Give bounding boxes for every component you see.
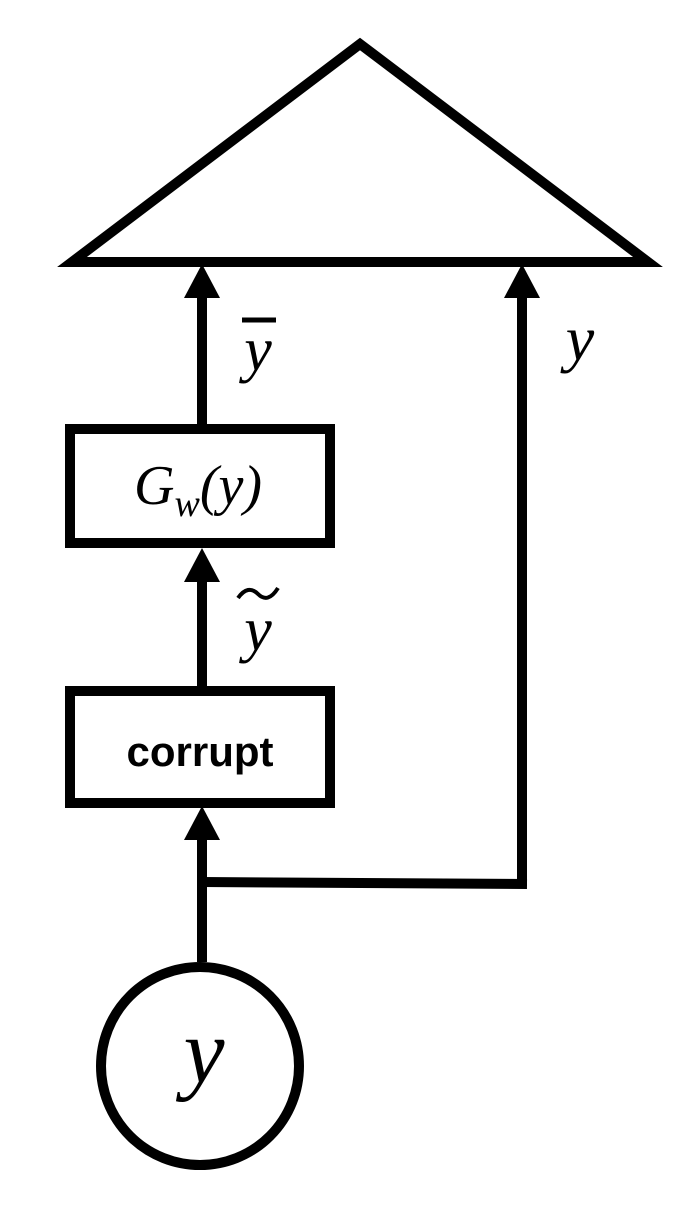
generator-label: Gw(y) [134,455,262,525]
corrupt-box [65,686,335,808]
y-tilde-label: y [238,596,272,664]
generator-sub: w [174,483,200,525]
y-tilde-mark [236,586,280,600]
generator-arg: (y) [200,455,262,517]
y-bar-label: y [238,316,272,384]
arrow-right-path-head [504,264,540,298]
branch-connector [201,877,528,889]
arrow-gw-to-triangle-head [184,264,220,298]
input-node-circle [96,962,304,1170]
input-node-label: y [176,1000,225,1102]
arrow-input-to-corrupt-head [184,806,220,840]
y-right-label: y [560,303,595,374]
corrupt-label: corrupt [127,728,274,775]
arrow-corrupt-to-gw-head [184,548,220,582]
generator-box [65,424,335,548]
discriminator-triangle [57,37,663,267]
generator-func: G [134,455,174,517]
